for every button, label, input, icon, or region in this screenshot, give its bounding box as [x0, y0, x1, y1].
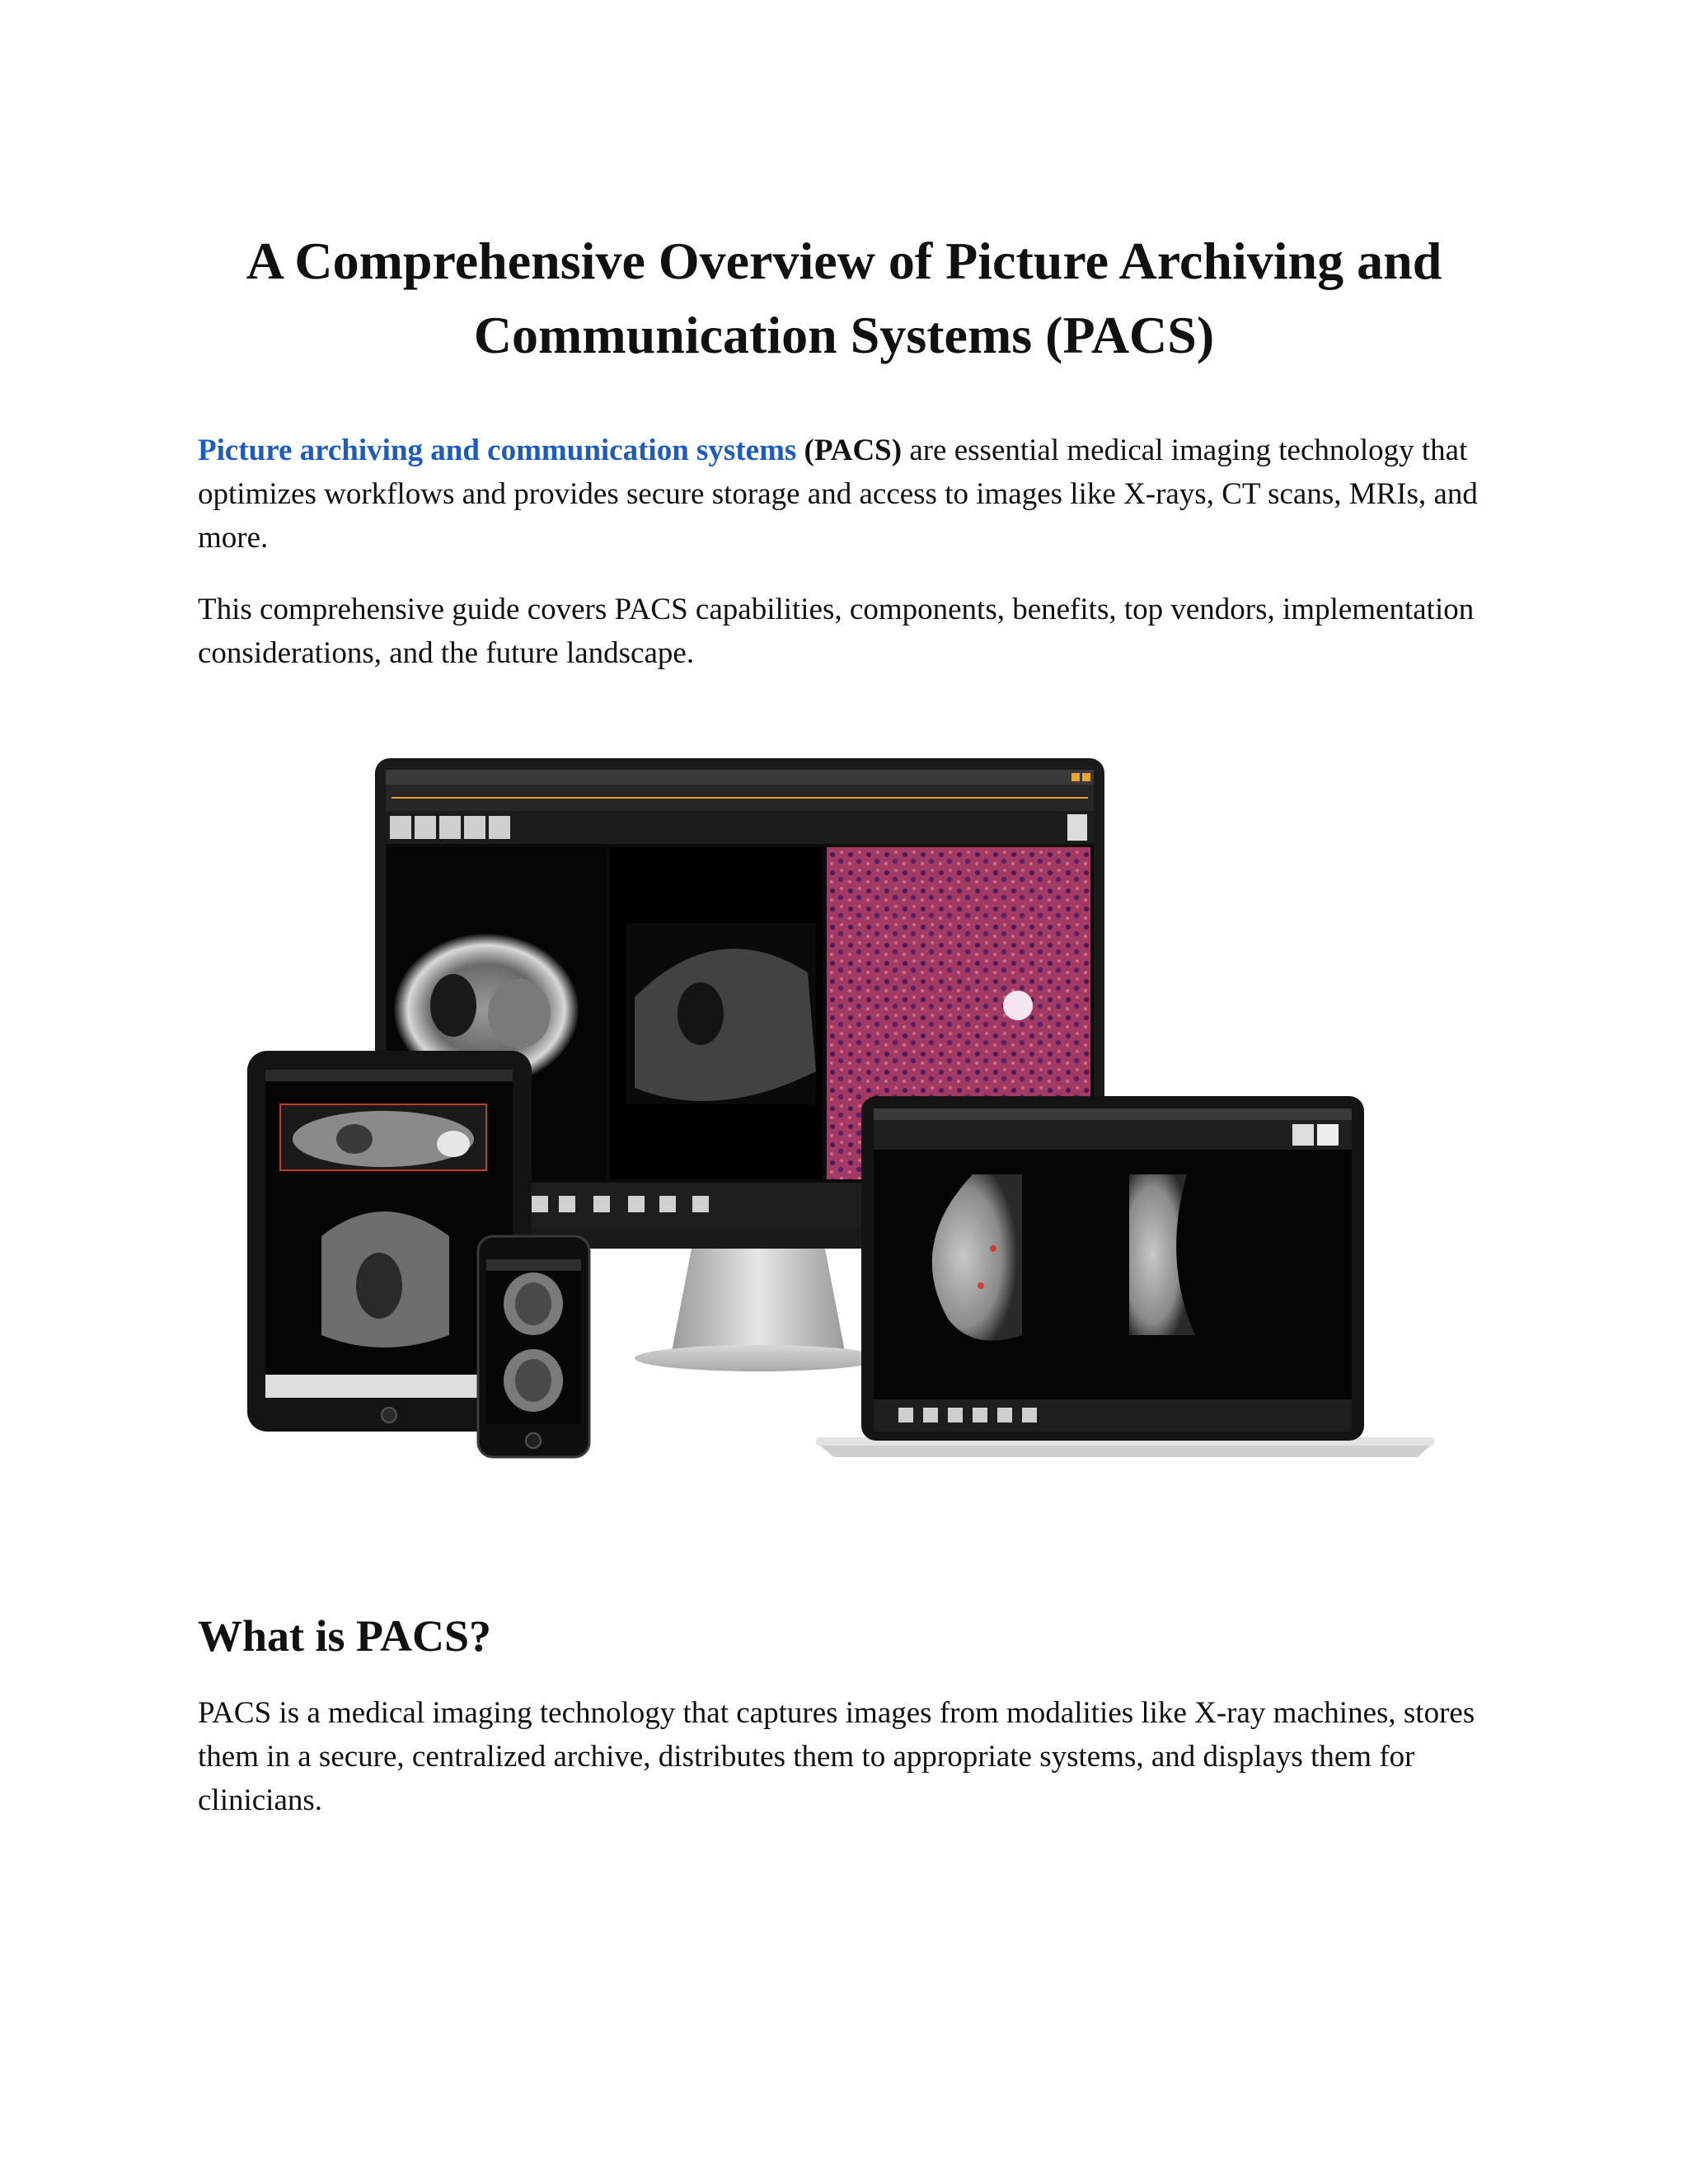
guide-paragraph: This comprehensive guide covers PACS cap…	[198, 593, 1475, 670]
section-heading: What is PACS?	[198, 1611, 492, 1661]
laptop	[816, 1096, 1434, 1457]
section-paragraph: PACS is a medical imaging technology tha…	[198, 1696, 1475, 1817]
intro-text: are essential medical imaging technology…	[198, 434, 1478, 555]
smartphone	[476, 1235, 591, 1459]
page-title: A Comprehensive Overview of Picture Arch…	[246, 232, 1442, 364]
intro-paragraph: Picture archiving and communication syst…	[198, 429, 1484, 560]
tablet	[247, 1051, 532, 1432]
pacs-link[interactable]: Picture archiving and communication syst…	[198, 434, 797, 467]
pacs-devices-image	[247, 758, 1434, 1459]
pacs-abbreviation: (PACS)	[804, 434, 903, 467]
